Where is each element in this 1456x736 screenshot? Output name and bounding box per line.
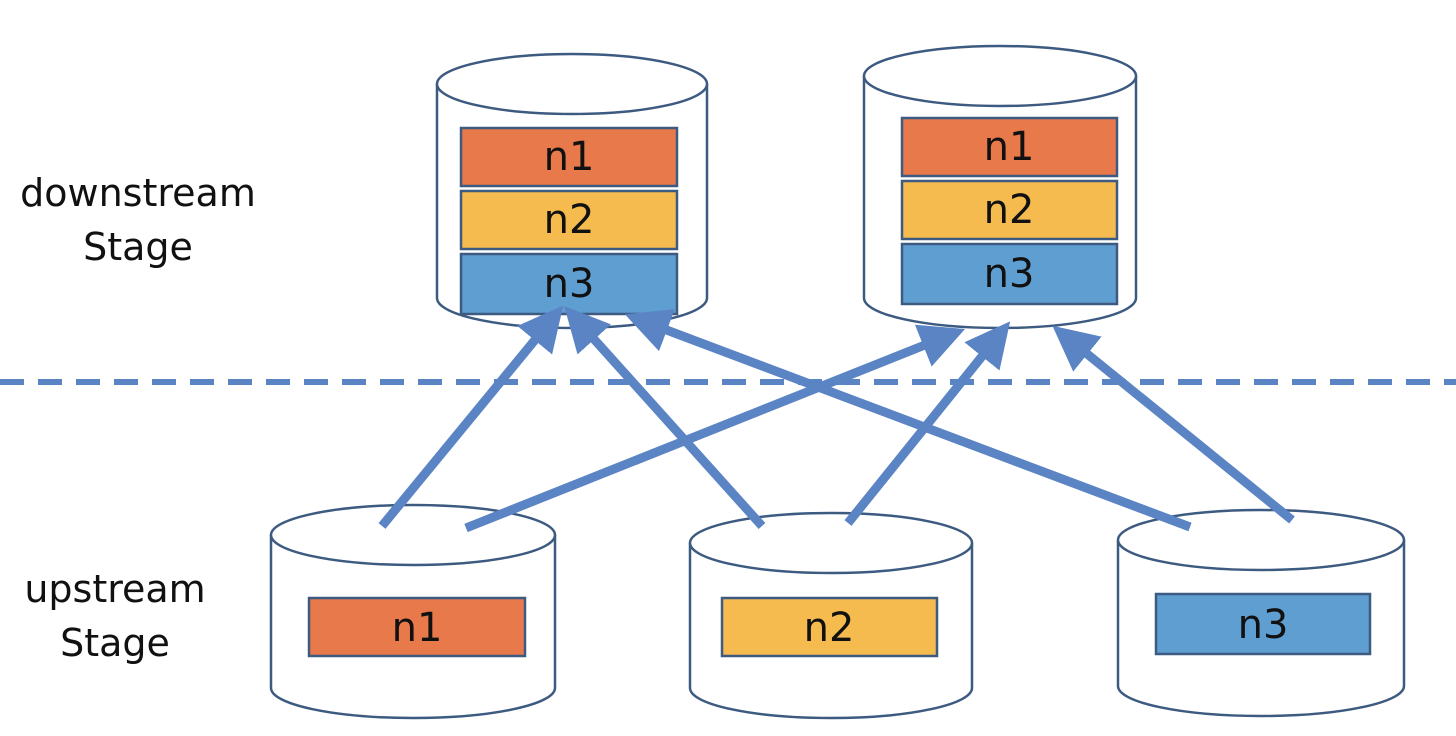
upstream-node-2-top [688,511,974,575]
arrow-n3-to-downstream-1 [624,309,1192,532]
upstream-node-1-partition-n1 [307,596,527,658]
downstream-stage-label-line1: downstream [20,171,256,215]
downstream-node-2: n1 n2 n3 [862,44,1138,330]
arrow-n1-to-downstream-1 [378,305,564,529]
upstream-node-3-label-n3: n3 [1238,602,1289,648]
downstream-node-1-partition-n3 [459,252,679,316]
downstream-node-2-label-n3: n3 [984,251,1035,297]
downstream-node-2-partition-n1 [900,116,1119,178]
arrow-n3-to-downstream-2 [1052,325,1295,524]
downstream-node-1-partition-n2 [459,189,679,251]
arrow-n1-to-downstream-2 [464,324,966,533]
downstream-node-1-label-n3: n3 [544,261,595,307]
downstream-stage-label-line2: Stage [83,225,193,269]
downstream-node-1-label-n2: n2 [544,197,595,243]
downstream-node-2-label-n2: n2 [984,187,1035,233]
upstream-node-1: n1 [269,503,557,720]
downstream-node-1: n1 n2 n3 [435,52,709,330]
upstream-stage-label: upstream Stage [0,562,230,670]
upstream-node-2: n2 [688,511,974,720]
arrow-n2-to-downstream-1 [564,305,766,530]
upstream-node-3: n3 [1116,508,1406,718]
upstream-stage-label-line1: upstream [24,567,206,611]
downstream-node-1-label-n1: n1 [544,134,595,180]
downstream-node-2-partition-n2 [900,179,1119,241]
downstream-node-1-top [435,52,709,116]
upstream-node-3-partition-n3 [1154,592,1372,656]
shuffle-arrows [378,305,1295,533]
downstream-node-2-partition-n3 [900,242,1119,306]
upstream-node-2-partition-n2 [720,596,939,658]
downstream-node-2-label-n1: n1 [984,124,1035,170]
upstream-stage-label-line2: Stage [60,621,170,665]
downstream-node-1-partition-n1 [459,126,679,188]
downstream-stage-label: downstream Stage [18,166,258,274]
upstream-node-2-label-n2: n2 [804,605,855,651]
upstream-node-1-label-n1: n1 [392,605,443,651]
downstream-node-2-top [862,44,1138,108]
